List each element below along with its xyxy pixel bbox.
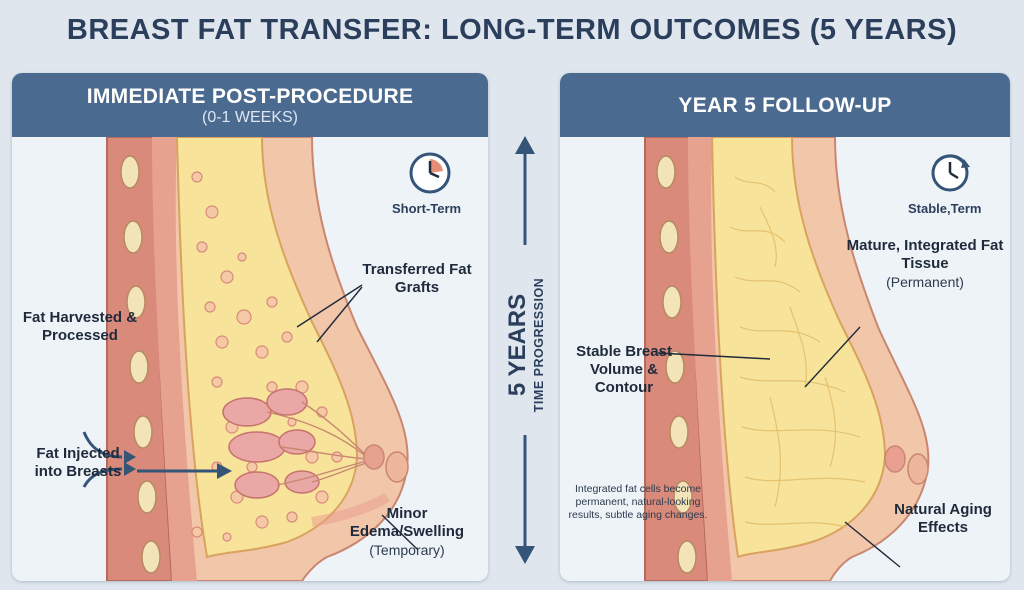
five-years-label: 5 YEARS [504, 293, 531, 397]
left-glandular-lobules [222, 388, 320, 499]
right-integrated-fat-tissue [710, 137, 887, 559]
stable-term-label: Stable,Term [908, 201, 982, 216]
integrated-fat-note: Integrated fat cells become permanent, n… [568, 483, 708, 521]
left-milk-ducts [266, 401, 369, 486]
fat-injected-label: Fat Injected into Breasts [34, 445, 122, 480]
left-panel-subtitle: (0-1 WEEKS) [201, 109, 298, 126]
right-ribs [656, 155, 697, 574]
natural-aging-label: Natural Aging Effects [894, 501, 992, 536]
left-process-arrows [82, 431, 217, 488]
left-panel-title: IMMEDIATE POST-PROCEDURE [86, 85, 414, 108]
transferred-fat-grafts-label: Transferred Fat Grafts [362, 261, 472, 296]
mature-fat-tissue-label: Mature, Integrated Fat Tissue (Permanent… [846, 237, 1004, 290]
clock-icon [409, 152, 451, 194]
time-progression-arrow [515, 136, 535, 564]
left-panel-header: IMMEDIATE POST-PROCEDURE (0-1 WEEKS) [12, 73, 488, 137]
left-nipple [363, 444, 409, 483]
left-leader-lines [296, 284, 418, 550]
short-term-label: Short-Term [392, 201, 462, 216]
years-label-group: 5 YEARS TIME PROGRESSION [504, 278, 546, 412]
fat-harvested-label: Fat Harvested & Processed [22, 309, 138, 344]
right-panel-title: YEAR 5 FOLLOW-UP [678, 94, 892, 117]
year-5-follow-up-panel: YEAR 5 FOLLOW-UP [560, 73, 1010, 581]
right-panel-header: YEAR 5 FOLLOW-UP [560, 73, 1010, 137]
immediate-breast-cross-section [82, 137, 418, 581]
right-fat-texture [729, 176, 866, 528]
minor-edema-label: Minor Edema/Swelling (Temporary) [349, 505, 465, 558]
page-title: BREAST FAT TRANSFER: LONG-TERM OUTCOMES … [66, 14, 958, 46]
time-progression-label: TIME PROGRESSION [532, 277, 546, 413]
right-nipple [884, 445, 929, 485]
right-leader-lines [657, 326, 901, 568]
clock-cycle-icon [931, 154, 970, 192]
year5-breast-cross-section [644, 137, 930, 581]
immediate-post-procedure-panel: IMMEDIATE POST-PROCEDURE (0-1 WEEKS) [12, 73, 488, 581]
stable-breast-volume-label: Stable Breast Volume & Contour [576, 343, 672, 396]
time-progression-column: 5 YEARS TIME PROGRESSION [490, 130, 560, 570]
left-ribs [120, 155, 161, 574]
left-edema-area [311, 492, 390, 527]
left-fat-graft-droplets [191, 171, 343, 542]
left-arrowheads [124, 450, 232, 479]
